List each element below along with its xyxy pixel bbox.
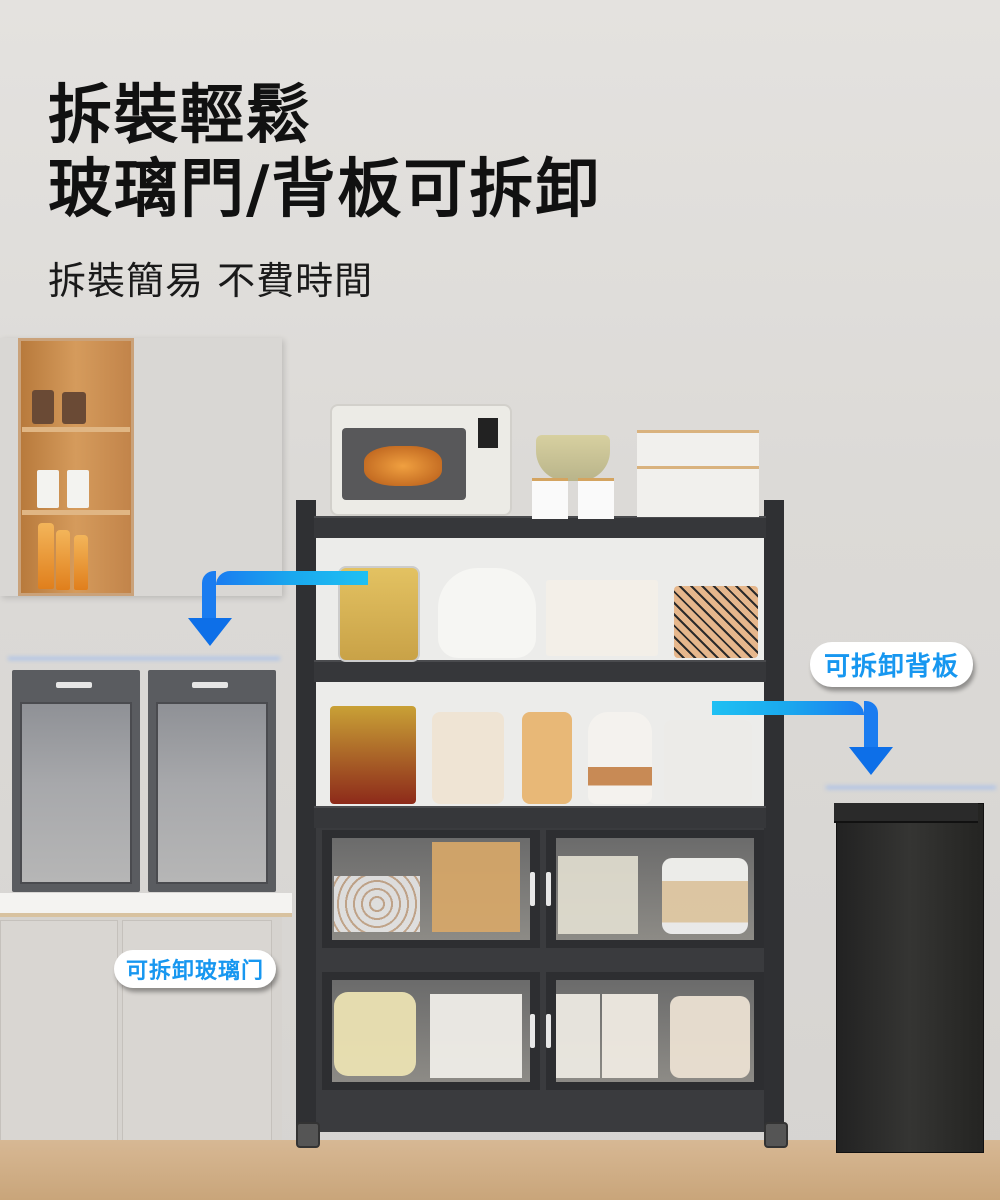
callout-back-panel: 可拆卸背板: [810, 642, 974, 687]
shelf-middle: [314, 660, 766, 682]
frame-post-right: [764, 500, 784, 1140]
arrow-right-stem: [864, 701, 878, 749]
juice-bottle: [74, 535, 88, 590]
seasoning-rack: [546, 580, 658, 656]
shelf-top: [314, 516, 766, 538]
removable-glass-door: [12, 670, 140, 892]
arrow-left-bar: [216, 571, 368, 585]
door-handle: [56, 682, 92, 688]
wood-shelf: [22, 427, 130, 432]
glass-pane: [20, 702, 132, 884]
storage-containers: [430, 994, 522, 1078]
smart-rice-cooker: [662, 858, 748, 934]
door-handle[interactable]: [546, 1014, 551, 1048]
storage-basket: [637, 466, 759, 517]
door-handle[interactable]: [530, 1014, 535, 1048]
headline-subtitle: 拆裝簡易 不費時間: [48, 259, 374, 303]
arrow-down-icon: [849, 747, 893, 775]
kettle: [588, 712, 652, 804]
mini-rice-cooker: [664, 720, 752, 804]
oil-bottles: [330, 706, 416, 804]
oven-display: [478, 418, 498, 448]
air-fryer: [556, 994, 600, 1078]
decor-jar: [62, 392, 86, 424]
storage-basket: [637, 430, 759, 467]
glass-pane: [156, 702, 268, 884]
roast-chicken: [364, 446, 442, 486]
base-cabinet-door: [0, 920, 118, 1142]
frame-post-left: [296, 500, 316, 1140]
wood-shelf: [22, 510, 130, 515]
egg-basket: [674, 586, 758, 658]
highlight-glow: [826, 786, 996, 789]
juice-bottle: [38, 523, 54, 589]
decor-jar: [32, 390, 54, 424]
caster-wheel: [764, 1122, 788, 1148]
door-handle[interactable]: [530, 872, 535, 906]
canister: [67, 470, 89, 508]
arrow-right-bar: [712, 701, 864, 715]
slow-cooker: [334, 992, 416, 1076]
steamer: [670, 996, 750, 1078]
arrow-down-icon: [188, 618, 232, 646]
shelf-lower: [314, 806, 766, 828]
pots: [558, 856, 638, 934]
callout-glass-door: 可拆卸玻璃门: [114, 950, 277, 988]
oven-window: [342, 428, 466, 500]
canister: [37, 470, 59, 508]
juice-bottle: [56, 530, 70, 590]
seasoning-jar: [532, 478, 568, 519]
door-handle[interactable]: [546, 872, 551, 906]
egg-basket: [334, 876, 420, 932]
air-fryer: [432, 712, 504, 804]
arrow-left-stem: [202, 571, 216, 619]
espresso-machine: [432, 842, 520, 932]
headline-line1: 拆裝輕鬆: [48, 79, 312, 153]
pot: [602, 994, 658, 1078]
headline-line2: 玻璃門/背板可拆卸: [48, 153, 602, 227]
removable-back-panel: [836, 803, 984, 1153]
countertop: [0, 893, 292, 917]
back-panel-top-edge: [834, 803, 978, 823]
door-handle: [192, 682, 228, 688]
caster-wheel: [296, 1122, 320, 1148]
bowls: [536, 435, 610, 481]
toaster-oven: [330, 404, 512, 516]
seasoning-jar: [578, 478, 614, 519]
wood-floor: [0, 1140, 1000, 1200]
rice-cooker: [438, 568, 536, 658]
highlight-glow: [8, 657, 280, 660]
coffee-machine: [522, 712, 572, 804]
removable-glass-door: [148, 670, 276, 892]
